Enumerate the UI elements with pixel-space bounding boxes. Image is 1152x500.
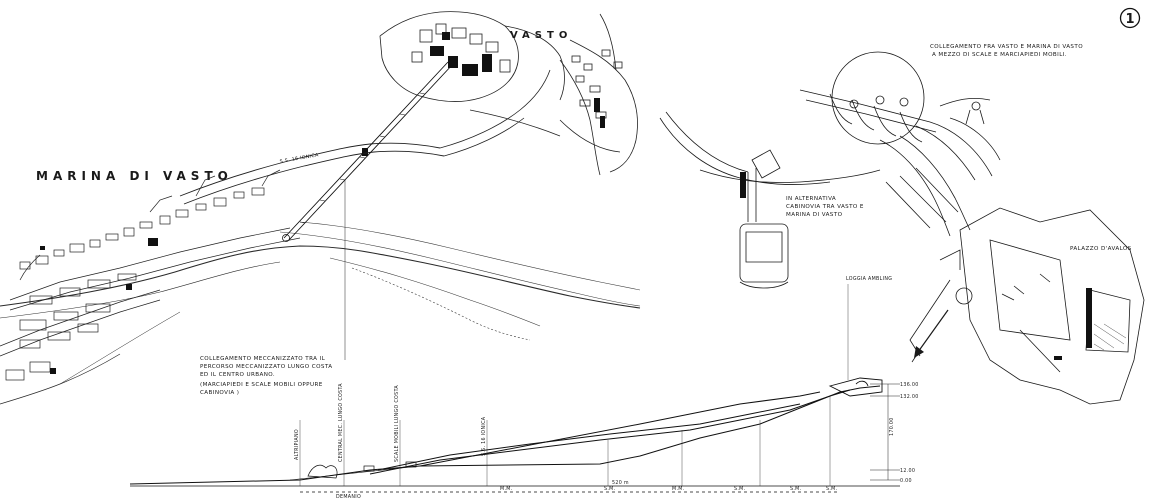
segment-label: DEMANIO [336, 494, 361, 500]
cablecar-note-line: CABINOVIA TRA VASTO E [786, 204, 864, 210]
link-note-line: CABINOVIA ) [200, 390, 239, 396]
segment-label: M.M. [500, 486, 513, 492]
segment-label: S.M. [734, 486, 745, 492]
section-profile [129, 385, 881, 485]
elevation-label: 0.00 [900, 478, 912, 484]
town-label-vasto: VASTO [510, 30, 572, 41]
vasto-solid-buildings [430, 32, 605, 128]
vertical-label: ALTRIPIANO [294, 429, 300, 460]
vertical-label: CENTRAL MEC. LUNGO COSTA [338, 383, 344, 462]
link-note-line: (MARCIAPIEDI E SCALE MOBILI OPPURE [200, 382, 323, 388]
page-number-badge: 1 [1119, 7, 1141, 29]
shore-bands [279, 221, 641, 341]
vertical-label: SCALE MOBILI LUNGO COSTA [394, 385, 400, 462]
segment-label: S.M. [790, 486, 801, 492]
elevation-side-label: 170.00 [889, 417, 895, 436]
marina-solid-buildings [40, 148, 368, 374]
coastal-road [179, 142, 445, 205]
cablecar-note-line: MARINA DI VASTO [786, 212, 843, 218]
escalator-note-line: A MEZZO DI SCALE E MARCIAPIEDI MOBILI. [932, 52, 1067, 58]
coastline [0, 245, 641, 405]
total-length-label: 520 m [612, 480, 629, 486]
cablecar-solid [740, 172, 746, 198]
section-vertical-markers [299, 284, 849, 486]
segment-label: S.M. [604, 486, 615, 492]
elevation-label: 136.00 [900, 382, 919, 388]
cablecar-sketch [659, 111, 881, 289]
town-label-marina: MARINA DI VASTO [36, 169, 233, 183]
cableway-ticks [299, 92, 426, 224]
link-note-line: ED IL CENTRO URBANO. [200, 372, 275, 378]
section-vertical-labels: ALTRIPIANO CENTRAL MEC. LUNGO COSTA SCAL… [294, 383, 487, 462]
marina-town-blocks [0, 169, 301, 381]
road-label: S.S. 16 IONICA [279, 152, 319, 165]
segment-label: M.M. [672, 486, 685, 492]
palace-plan [909, 207, 1145, 405]
page-number: 1 [1126, 12, 1135, 27]
vasto-town-blocks [379, 11, 638, 176]
palace-arrow [917, 309, 949, 353]
link-note-line: COLLEGAMENTO MECCANIZZATO TRA IL [200, 356, 326, 362]
vertical-label: S.S. 16 IONICA [481, 416, 487, 456]
link-note: COLLEGAMENTO MECCANIZZATO TRA IL PERCORS… [200, 356, 332, 396]
palace-solid [1054, 288, 1092, 360]
section-top-building [828, 377, 883, 397]
cablecar-note: IN ALTERNATIVA CABINOVIA TRA VASTO E MAR… [786, 196, 864, 218]
palace-arrow-head [914, 346, 924, 358]
section-small-objects [307, 461, 417, 479]
escalator-note: COLLEGAMENTO FRA VASTO E MARINA DI VASTO… [930, 44, 1083, 58]
section-elevation-labels: 136.00 132.00 12.00 0.00 170.00 [889, 382, 919, 484]
palace-hatch [1093, 323, 1127, 351]
section-segment-labels: DEMANIO M.M. S.M. M.M. S.M. S.M. S.M. 52… [336, 480, 837, 500]
cableway-link [282, 61, 454, 242]
loggia-label: LOGGIA AMBLING [846, 276, 892, 282]
escalator-note-line: COLLEGAMENTO FRA VASTO E MARINA DI VASTO [930, 44, 1083, 50]
elevation-label: 132.00 [900, 394, 919, 400]
cablecar-note-line: IN ALTERNATIVA [786, 196, 836, 202]
escalator-sketch [799, 51, 1001, 237]
section-elevation-ticks [870, 383, 900, 481]
segment-label: S.M. [826, 486, 837, 492]
link-note-line: PERCORSO MECCANIZZATO LUNGO COSTA [200, 364, 332, 370]
palace-label: PALAZZO D'AVALOS [1070, 246, 1132, 252]
elevation-label: 12.00 [900, 468, 915, 474]
section-ground-line [130, 485, 900, 493]
